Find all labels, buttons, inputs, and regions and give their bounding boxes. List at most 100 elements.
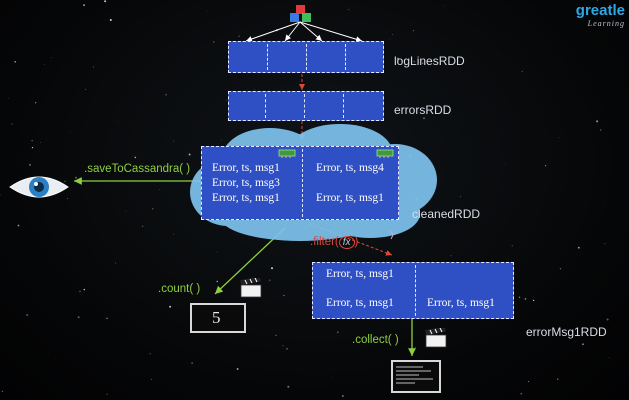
errormsg1-rdd-label: errorMsg1RDD bbox=[526, 325, 607, 339]
star bbox=[396, 57, 399, 60]
star bbox=[504, 164, 506, 166]
star bbox=[1, 390, 4, 393]
star bbox=[26, 313, 29, 317]
star bbox=[79, 290, 81, 293]
star bbox=[226, 99, 228, 101]
star bbox=[83, 288, 86, 291]
count-result-value: 5 bbox=[212, 308, 221, 327]
star bbox=[173, 233, 175, 235]
star bbox=[545, 165, 547, 167]
star bbox=[84, 88, 87, 91]
star bbox=[149, 353, 151, 355]
star bbox=[275, 334, 277, 337]
logo-sub-text: Learning bbox=[587, 19, 625, 28]
cleaned-record: Error, ts, msg1 bbox=[212, 162, 280, 174]
errormsg1-record: Error, ts, msg1 bbox=[326, 297, 394, 309]
star bbox=[528, 381, 530, 383]
star bbox=[348, 9, 350, 11]
star bbox=[413, 60, 416, 63]
star bbox=[268, 279, 271, 282]
star bbox=[51, 57, 52, 58]
star bbox=[115, 262, 117, 264]
save-to-cassandra-op: .saveToCassandra( ) bbox=[84, 163, 191, 175]
star bbox=[283, 295, 285, 296]
star bbox=[31, 146, 34, 149]
star bbox=[70, 131, 72, 132]
star bbox=[391, 33, 394, 36]
star bbox=[191, 362, 193, 364]
star bbox=[151, 208, 154, 210]
star bbox=[104, 0, 107, 3]
star bbox=[106, 317, 108, 320]
cassandra-eye-icon bbox=[9, 176, 69, 198]
star bbox=[596, 120, 599, 123]
function-glyph-icon bbox=[389, 230, 397, 240]
star bbox=[11, 123, 13, 125]
star bbox=[582, 343, 584, 346]
cleaned-rdd-block bbox=[201, 146, 399, 220]
star bbox=[511, 245, 513, 247]
count-op: .count( ) bbox=[158, 283, 201, 295]
star bbox=[270, 267, 274, 270]
star bbox=[216, 251, 218, 253]
star bbox=[521, 70, 523, 72]
star bbox=[35, 102, 37, 104]
star bbox=[422, 62, 424, 64]
star bbox=[389, 39, 390, 41]
star bbox=[520, 392, 523, 395]
star bbox=[557, 378, 559, 380]
star bbox=[14, 60, 17, 63]
star bbox=[597, 0, 598, 2]
star bbox=[604, 243, 606, 245]
star bbox=[608, 356, 610, 358]
count-result-terminal: 5 bbox=[190, 303, 246, 333]
data-source-cubes-icon bbox=[290, 5, 311, 22]
star bbox=[282, 345, 284, 347]
clapperboard-icon bbox=[240, 278, 262, 298]
star bbox=[165, 93, 167, 96]
star bbox=[412, 29, 415, 32]
cleaned-rdd-label: cleanedRDD bbox=[412, 207, 481, 221]
star bbox=[496, 54, 498, 56]
errors-rdd-block bbox=[228, 91, 384, 121]
star bbox=[173, 140, 175, 142]
star bbox=[169, 305, 172, 308]
errormsg1-record: Error, ts, msg1 bbox=[427, 297, 495, 309]
star bbox=[77, 316, 80, 319]
star bbox=[577, 246, 580, 249]
star bbox=[66, 198, 68, 200]
ingest-arrows bbox=[245, 21, 363, 43]
star bbox=[105, 14, 107, 16]
errormsg1-record: Error, ts, msg1 bbox=[326, 268, 394, 280]
star bbox=[207, 10, 209, 12]
star bbox=[92, 66, 94, 68]
star bbox=[39, 141, 41, 143]
star bbox=[188, 153, 191, 156]
logo-main-text: greatle bbox=[575, 2, 625, 19]
star bbox=[532, 299, 535, 302]
filter-op-label: .filter( bbox=[310, 236, 339, 248]
star bbox=[0, 194, 1, 196]
star bbox=[336, 331, 339, 334]
cleaned-record: Error, ts, msg4 bbox=[316, 162, 384, 174]
star bbox=[414, 347, 416, 349]
loglines-rdd-block bbox=[228, 41, 384, 73]
star bbox=[460, 196, 462, 198]
star bbox=[238, 35, 240, 37]
star bbox=[236, 368, 239, 370]
cleaned-record: Error, ts, msg3 bbox=[212, 177, 280, 189]
star bbox=[141, 225, 144, 227]
star bbox=[134, 156, 137, 159]
star bbox=[518, 296, 521, 298]
star bbox=[8, 97, 9, 99]
star bbox=[216, 280, 218, 283]
memory-chip-icon bbox=[376, 149, 394, 158]
filter-op: .filter(fx) bbox=[310, 236, 359, 249]
cleaned-record: Error, ts, msg1 bbox=[212, 192, 280, 204]
star bbox=[342, 395, 344, 397]
star bbox=[106, 393, 108, 395]
star bbox=[562, 227, 563, 228]
star bbox=[450, 255, 452, 257]
star bbox=[606, 318, 609, 321]
